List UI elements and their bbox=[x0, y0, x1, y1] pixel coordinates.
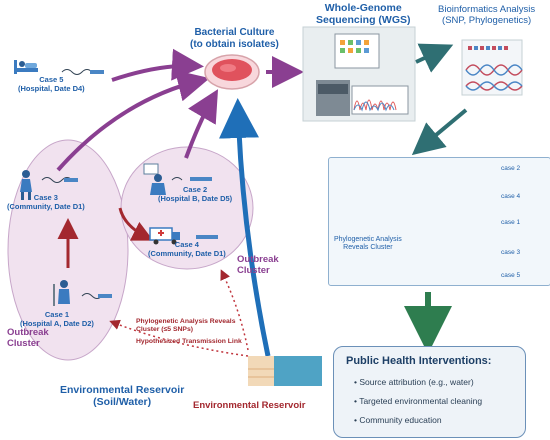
culture-label: Bacterial Culture (to obtain isolates) bbox=[190, 27, 279, 50]
tree-leaf: case 4 bbox=[501, 193, 521, 200]
phylo-reveals-label: Phylogenetic Analysis Reveals Cluster (≤… bbox=[136, 318, 236, 333]
arrow-bioinfo-to-tree bbox=[411, 108, 468, 156]
arrow-wgs-to-bioinfo bbox=[415, 43, 454, 73]
dotted-link-to-cluster bbox=[220, 269, 249, 351]
person-icon-case3 bbox=[20, 170, 78, 200]
case3-label: Case 3 (Community, Date D1) bbox=[7, 193, 85, 211]
bioinfo-label: Bioinformatics Analysis (SNP, Phylogenet… bbox=[438, 4, 536, 26]
doctor-icon-case2 bbox=[143, 163, 212, 195]
intervention-item: Community education bbox=[354, 415, 482, 434]
tree-leaf: case 2 bbox=[501, 165, 521, 172]
doctor-icon-case1 bbox=[53, 280, 112, 306]
interventions-panel: Public Health Interventions: Source attr… bbox=[333, 346, 526, 438]
dna-helix-icon-case5 bbox=[61, 69, 104, 75]
intervention-item: Targeted environmental cleaning bbox=[354, 396, 482, 415]
ambulance-icon-case4 bbox=[149, 227, 218, 245]
dotted-link-to-case1 bbox=[109, 319, 249, 357]
case2-label: Case 2 (Hospital B, Date D5) bbox=[158, 185, 233, 203]
arrow-case5-to-culture bbox=[111, 48, 204, 82]
arrow-cluster-to-culture bbox=[184, 89, 219, 159]
case4-label: Case 4 (Community, Date D1) bbox=[148, 240, 226, 258]
arrow-case2-to-case4 bbox=[118, 207, 154, 241]
case1-label: Case 1 (Hospital A, Date D2) bbox=[20, 310, 94, 328]
wgs-label: Whole-Genome Sequencing (WGS) bbox=[316, 2, 411, 27]
dna-helix-icon bbox=[461, 39, 523, 96]
cluster-label-left: Outbreak Cluster bbox=[7, 327, 49, 349]
patient-bed-icon bbox=[14, 60, 38, 74]
interventions-list: Source attribution (e.g., water) Targete… bbox=[354, 377, 482, 434]
reservoir-label-left: Environmental Reservoir (Soil/Water) bbox=[60, 384, 185, 409]
intervention-item: Source attribution (e.g., water) bbox=[354, 377, 482, 396]
case5-label: Case 5 (Hospital, Date D4) bbox=[18, 75, 85, 93]
water-sample-icon bbox=[248, 356, 322, 386]
arrow-reservoir-to-culture bbox=[218, 98, 271, 357]
petri-dish-icon bbox=[204, 54, 260, 90]
tree-leaf: case 3 bbox=[501, 249, 521, 256]
reservoir-label-right: Environmental Reservoir bbox=[193, 400, 306, 411]
arrow-case3-to-culture bbox=[56, 70, 210, 172]
phylogenetic-tree-panel bbox=[328, 157, 550, 286]
sequencer-icon bbox=[302, 26, 416, 122]
interventions-title: Public Health Interventions: bbox=[346, 355, 492, 367]
tree-leaf: case 1 bbox=[501, 219, 521, 226]
cluster-label-right: Outbreak Cluster bbox=[237, 254, 279, 276]
transmission-label: Hypothesized Transmission Link bbox=[136, 338, 242, 345]
tree-label: Phylogenetic Analysis Reveals Cluster bbox=[334, 236, 402, 252]
tree-leaf: case 5 bbox=[501, 272, 521, 279]
